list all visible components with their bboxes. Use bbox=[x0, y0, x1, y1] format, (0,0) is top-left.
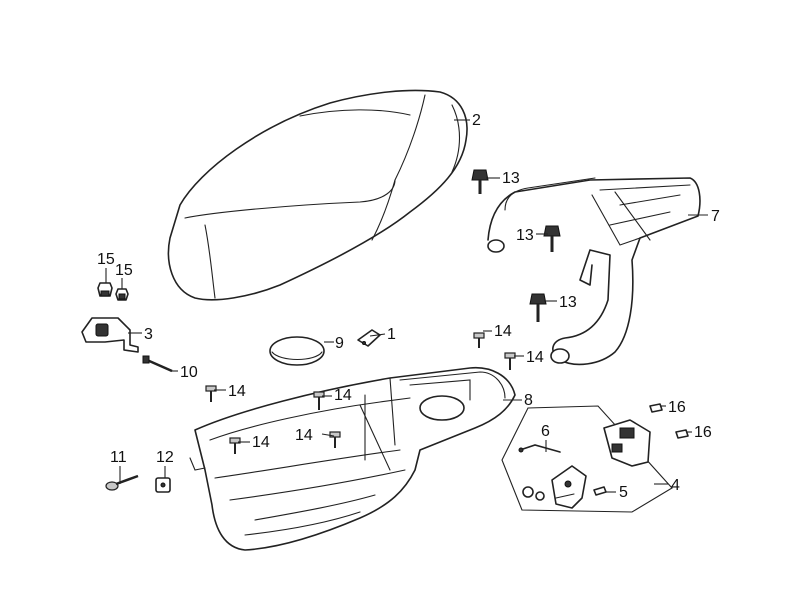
callout-15-left: 15 bbox=[97, 251, 115, 268]
callout-13-top: 13 bbox=[502, 170, 520, 187]
cap bbox=[269, 336, 325, 366]
bracket bbox=[81, 317, 139, 353]
callout-16-top: 16 bbox=[668, 399, 686, 416]
rear-carrier bbox=[487, 177, 701, 366]
screw-14-e bbox=[229, 437, 241, 454]
nut-left bbox=[97, 282, 113, 297]
callout-5: 5 bbox=[619, 484, 628, 501]
callout-labels: 2 13 13 13 7 1 9 3 10 14 14 14 14 14 14 … bbox=[97, 112, 720, 501]
screw-14-d bbox=[313, 391, 325, 410]
bolt-10 bbox=[142, 355, 173, 373]
screw-14-f bbox=[329, 431, 341, 448]
callout-3: 3 bbox=[144, 326, 153, 343]
seat bbox=[167, 89, 468, 301]
callout-9: 9 bbox=[335, 335, 344, 352]
bolt-13-top bbox=[471, 169, 489, 194]
screw-14-c bbox=[205, 385, 217, 402]
callout-6: 6 bbox=[541, 423, 550, 440]
callout-14-f: 14 bbox=[295, 427, 313, 444]
callout-14-e: 14 bbox=[252, 434, 270, 451]
bolt-13-low bbox=[529, 293, 547, 322]
callout-14-b: 14 bbox=[526, 349, 544, 366]
lock-assembly bbox=[501, 403, 689, 513]
callout-1: 1 bbox=[387, 326, 396, 343]
speed-nut-12 bbox=[155, 477, 171, 493]
callout-14-d: 14 bbox=[334, 387, 352, 404]
callout-7: 7 bbox=[711, 208, 720, 225]
callout-13-low: 13 bbox=[559, 294, 577, 311]
leader-lines bbox=[105, 119, 708, 493]
screw-11 bbox=[105, 474, 139, 491]
callout-13-mid: 13 bbox=[516, 227, 534, 244]
callout-4: 4 bbox=[671, 477, 680, 494]
luggage-box bbox=[189, 366, 516, 551]
callout-16-bottom: 16 bbox=[694, 424, 712, 441]
callout-14-c: 14 bbox=[228, 383, 246, 400]
callout-2: 2 bbox=[472, 112, 481, 129]
callout-14-a: 14 bbox=[494, 323, 512, 340]
clip bbox=[357, 329, 381, 347]
callout-12: 12 bbox=[156, 449, 174, 466]
screw-14-a bbox=[473, 332, 485, 348]
screw-14-b bbox=[504, 352, 516, 370]
callout-15-right: 15 bbox=[115, 262, 133, 279]
callout-10: 10 bbox=[180, 364, 198, 381]
callout-11: 11 bbox=[110, 449, 127, 466]
nut-right bbox=[115, 288, 129, 301]
callout-8: 8 bbox=[524, 392, 533, 409]
